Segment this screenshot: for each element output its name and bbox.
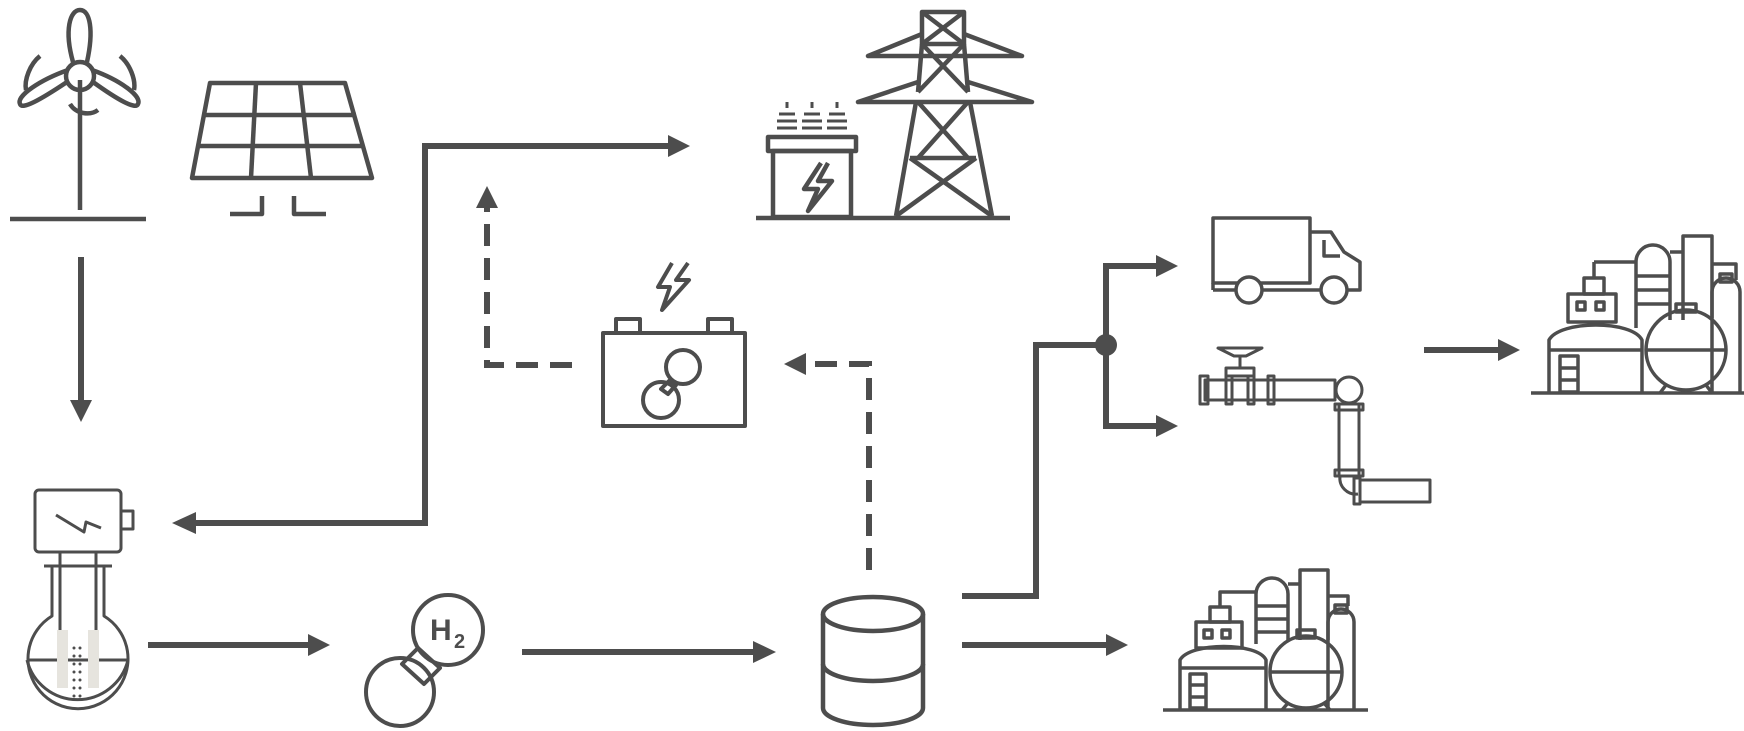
truck-icon [1211,216,1362,305]
flow-arrow [70,257,92,422]
electrode-right-icon [88,630,99,688]
flow-arrow [172,135,690,534]
flow-arrow-dashed [476,186,572,368]
flow-arrow-dashed [784,353,872,570]
wind-turbine-icon [10,7,146,222]
hydrogen-molecule-icon [364,593,485,728]
battery-icon [601,261,747,428]
industrial-plant-icon [1531,234,1744,395]
substation-icon [756,102,1010,221]
bubbles-icon [72,646,82,698]
flow-arrow [962,634,1128,656]
flow-arrow [148,634,330,656]
solar-panel-icon [189,80,375,217]
power-pylon-icon [855,9,1035,218]
flow-arrow [522,641,776,663]
flow-arrow [1424,339,1520,361]
electrolyzer-icon [25,488,135,711]
flow-arrow [962,255,1178,599]
industrial-plant-icon [1163,568,1368,712]
hydrogen-symbol: H [430,614,452,647]
pipeline-icon [1198,346,1432,506]
electrode-left-icon [57,630,68,688]
hydrogen-subscript: 2 [454,631,465,653]
storage-tank-icon [820,594,926,728]
